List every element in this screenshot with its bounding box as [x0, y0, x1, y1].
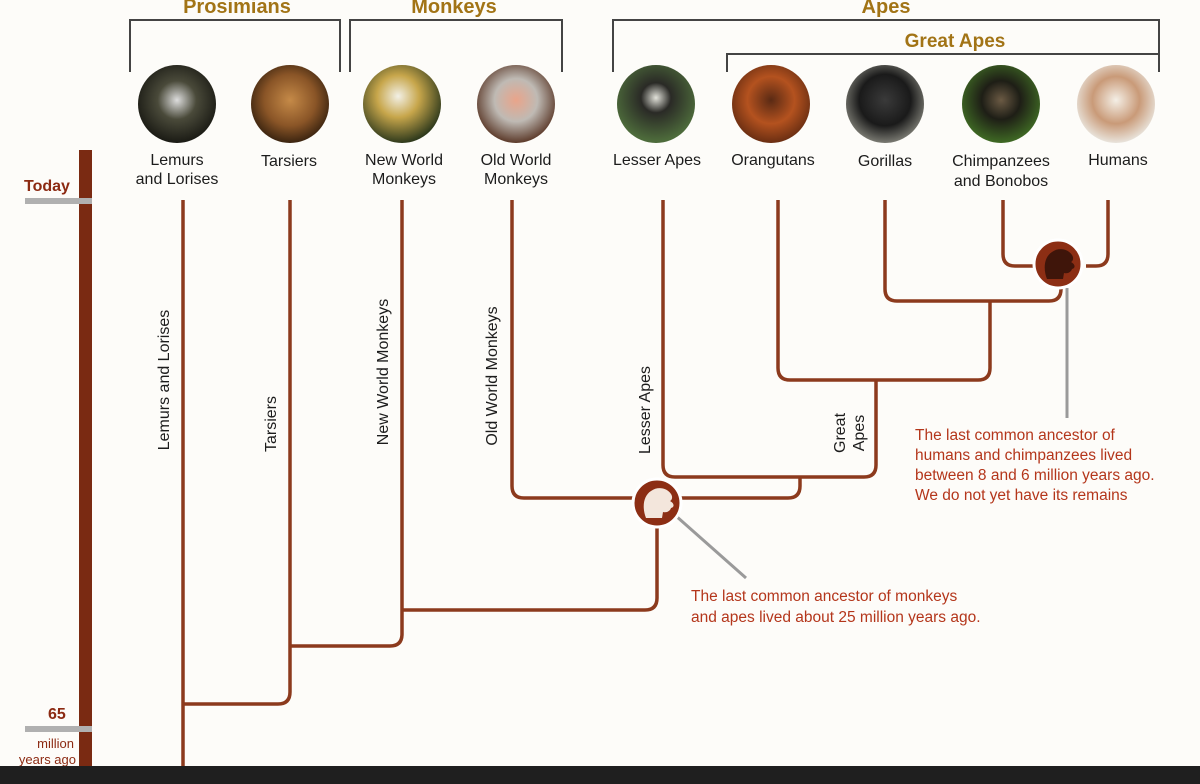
- branch-ape-join: [680, 477, 802, 500]
- note-line: The last common ancestor of monkeys: [691, 588, 957, 605]
- head-silhouette-icon: [1044, 249, 1075, 279]
- species-name-tarsiers: Tarsiers: [261, 153, 317, 170]
- prosimians-bracket: [129, 19, 341, 72]
- branch-lesser-great: [661, 200, 878, 479]
- note-monkeys-apes: The last common ancestor of monkeys and …: [691, 588, 981, 626]
- species-name-lesser-apes: Lesser Apes: [613, 152, 701, 169]
- note-humans-chimps: The last common ancestor of humans and c…: [915, 427, 1155, 504]
- branch-label-great-2: Apes: [851, 415, 868, 451]
- timeline-unit-2: years ago: [19, 752, 76, 767]
- species-name-newworld-2: Monkeys: [372, 171, 436, 188]
- orangutan-photo: [732, 65, 810, 143]
- gibbon-photo: [617, 65, 695, 143]
- group-brackets: [129, 19, 1160, 72]
- branch-tarsiers-join: [183, 200, 292, 706]
- apes-bracket: [612, 19, 1160, 72]
- timeline: Today 65 million years ago: [19, 150, 92, 767]
- branch-newworld-join: [290, 200, 404, 648]
- tarsier-photo: [251, 65, 329, 143]
- species-name-oldworld-2: Monkeys: [484, 171, 548, 188]
- species-name-chimps-2: and Bonobos: [954, 173, 1048, 190]
- chimpanzee-photo: [962, 65, 1040, 143]
- bottom-bar: [0, 766, 1200, 784]
- species-name-newworld-1: New World: [365, 152, 443, 169]
- species-name-orangutans: Orangutans: [731, 152, 815, 169]
- species-name-gorillas: Gorillas: [858, 153, 912, 170]
- species-name-humans: Humans: [1088, 152, 1148, 169]
- species-name-chimps-1: Chimpanzees: [952, 153, 1050, 170]
- 65-tick: [25, 726, 92, 732]
- ancestor-monkeys-apes: [631, 477, 747, 580]
- species-names: Lemurs and Lorises Tarsiers New World Mo…: [136, 152, 1148, 190]
- note-line: We do not yet have its remains: [915, 487, 1128, 504]
- lemur-photo: [138, 65, 216, 143]
- monkeys-bracket: [349, 19, 563, 72]
- branch-catarrhine-join: [402, 522, 659, 612]
- note-line: between 8 and 6 million years ago.: [915, 467, 1155, 484]
- branch-label-tarsiers: Tarsiers: [263, 396, 280, 452]
- branch-label-newworld: New World Monkeys: [375, 299, 392, 445]
- branch-humans: [1086, 200, 1110, 268]
- gorilla-photo: [846, 65, 924, 143]
- branch-chimps: [1001, 200, 1034, 268]
- ancestor-humans-chimps: [1032, 238, 1084, 418]
- note-line: The last common ancestor of: [915, 427, 1116, 444]
- species-photos: [138, 65, 1155, 143]
- branch-labels: Lemurs and Lorises Tarsiers New World Mo…: [156, 299, 868, 454]
- note-line: and apes lived about 25 million years ag…: [691, 609, 981, 626]
- apes-title: Apes: [862, 0, 911, 18]
- timeline-bar: [79, 150, 92, 766]
- species-name-lemurs-1: Lemurs: [150, 152, 203, 169]
- branch-label-oldworld: Old World Monkeys: [484, 306, 501, 445]
- head-silhouette-icon: [643, 488, 674, 518]
- timeline-value: 65: [48, 706, 66, 723]
- humans-photo: [1077, 65, 1155, 143]
- branch-label-lesser-apes: Lesser Apes: [637, 366, 654, 454]
- ancestor-pointer: [675, 514, 747, 580]
- prosimians-title: Prosimians: [183, 0, 291, 18]
- great-apes-title: Great Apes: [905, 31, 1006, 52]
- branch-label-great-1: Great: [832, 412, 849, 453]
- langur-photo: [477, 65, 555, 143]
- today-label: Today: [24, 178, 70, 195]
- great-apes-bracket: [726, 53, 1159, 72]
- timeline-unit-1: million: [37, 736, 74, 751]
- species-name-oldworld-1: Old World: [481, 152, 552, 169]
- branch-gorilla-join: [883, 200, 1063, 303]
- today-tick: [25, 198, 92, 204]
- branch-orangutan-join: [776, 200, 992, 382]
- phylogenetic-tree: [181, 200, 1110, 766]
- monkeys-title: Monkeys: [411, 0, 497, 18]
- squirrel-monkey-photo: [363, 65, 441, 143]
- branch-label-lemurs: Lemurs and Lorises: [156, 310, 173, 451]
- species-name-lemurs-2: and Lorises: [136, 171, 219, 188]
- note-line: humans and chimpanzees lived: [915, 447, 1132, 464]
- branch-oldworld: [510, 200, 634, 500]
- great-apes-label-bg: [850, 26, 1060, 50]
